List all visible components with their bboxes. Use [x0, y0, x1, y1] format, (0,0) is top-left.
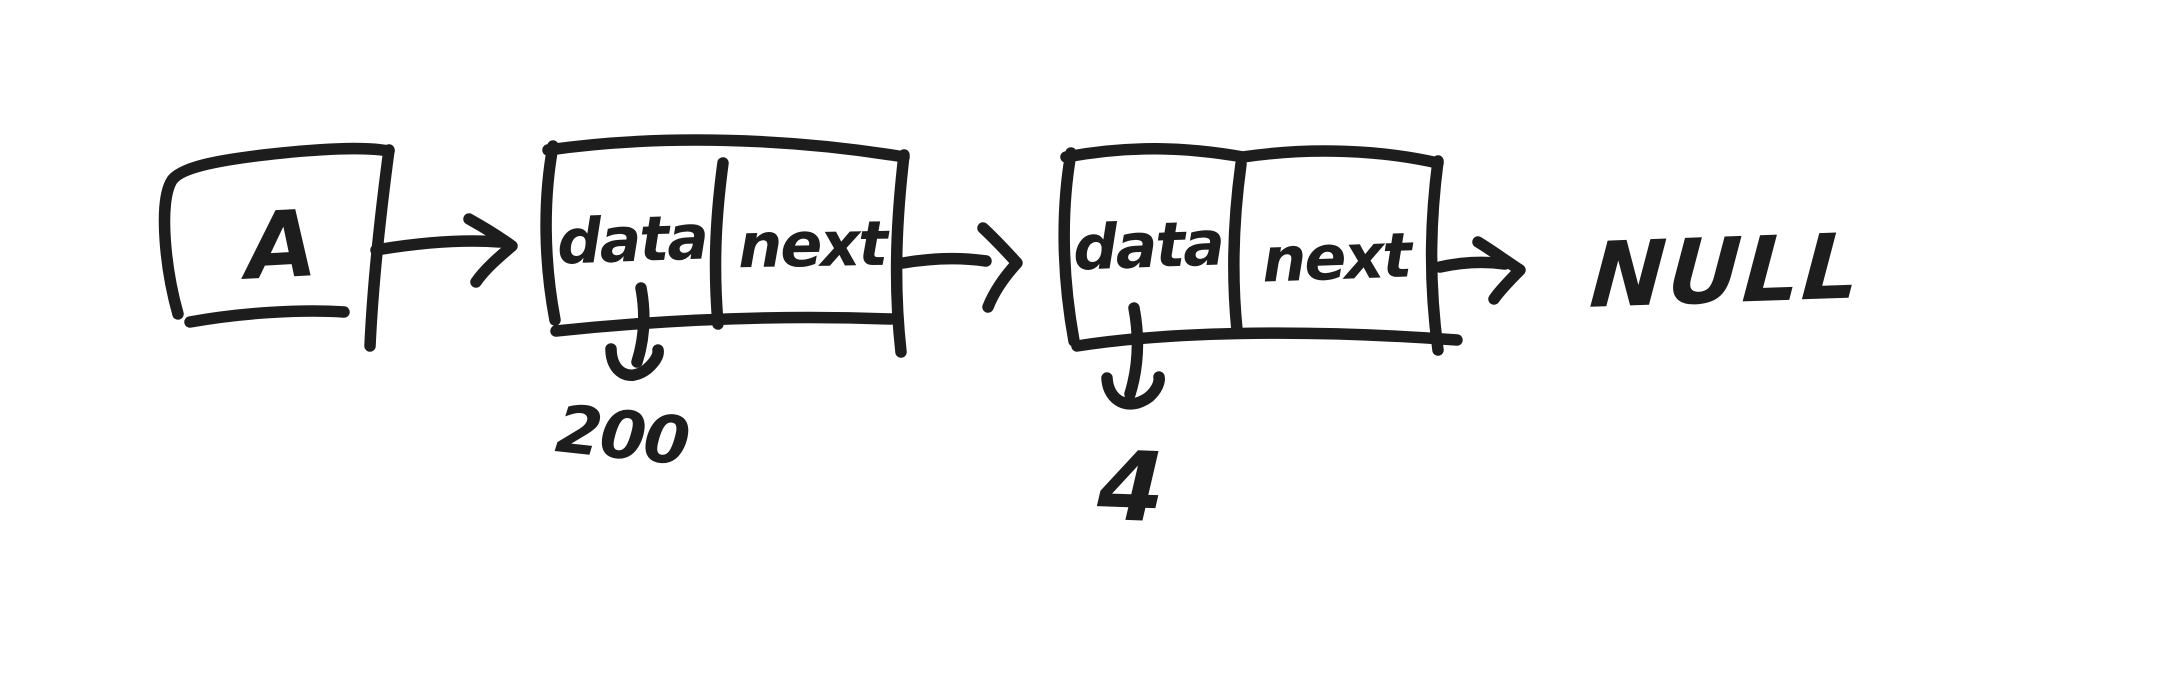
node1-box-right-stroke	[890, 149, 910, 358]
node2-box-left-stroke	[1058, 147, 1080, 347]
node2-box-right-stroke	[1425, 155, 1444, 356]
head-box-bottom-stroke	[184, 305, 350, 328]
node1-cell-divider-stroke	[709, 157, 729, 330]
node1-data-field-label: data	[555, 200, 709, 279]
node2-box-bottom-stroke	[1071, 327, 1463, 352]
arrow-node1-to-node2-shaft	[897, 252, 992, 269]
node2-data-value: 4	[1095, 429, 1165, 545]
node1-box-left-stroke	[540, 140, 561, 326]
head-box-left-top-stroke	[158, 142, 395, 320]
arrow-node2-to-null-head	[1472, 236, 1526, 305]
null-terminator-label: NULL	[1586, 214, 1866, 329]
node1-box-top-stroke	[542, 134, 910, 163]
node1-value-arrow-head	[605, 343, 664, 381]
node1-box-bottom-stroke	[550, 311, 897, 337]
arrow-node2-to-null-shaft	[1434, 256, 1511, 273]
arrow-head-to-node1-shaft	[370, 235, 506, 256]
node2-value-arrow-shaft	[1124, 302, 1144, 400]
arrow-node1-to-node2-head	[977, 222, 1023, 313]
head-pointer-label: A	[242, 190, 318, 301]
node1-next-field-label: next	[737, 206, 887, 283]
node2-cell-divider-stroke	[1228, 158, 1247, 336]
node1-value-arrow-shaft	[631, 282, 650, 368]
arrow-head-to-node1-head	[463, 213, 518, 288]
node2-data-field-label: data	[1071, 206, 1225, 285]
node1-data-value: 200	[552, 390, 692, 481]
node2-value-arrow-head	[1101, 371, 1165, 410]
node2-box-top-stroke	[1060, 143, 1444, 169]
node2-next-field-label: next	[1260, 218, 1412, 297]
